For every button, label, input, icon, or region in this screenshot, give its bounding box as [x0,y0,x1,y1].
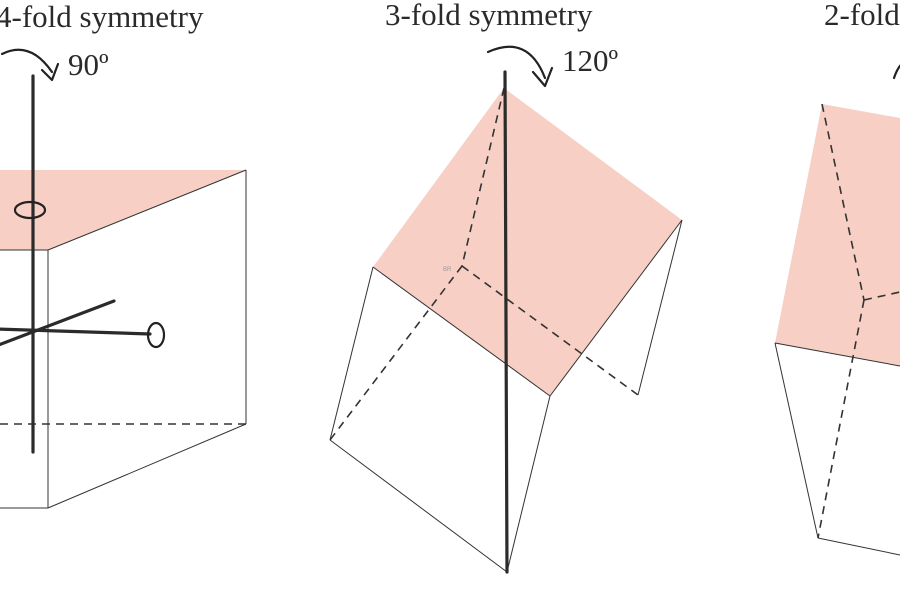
panel-2fold-rotation-arrow-icon [892,64,900,80]
panel-3fold-title: 3-fold symmetry [385,0,593,32]
panel-4fold-horizontal-axis [0,327,152,336]
panel-3fold-edge [637,219,683,396]
panel-2fold-edge [774,342,819,539]
panel-2fold-title: 2-fold symmetry [824,0,900,32]
panel-3fold-edge [329,439,508,573]
panel-4fold: 4-fold symmetry 90º [0,0,247,509]
panel-3fold-rotation-arrow-icon [486,45,547,80]
panel-3fold-top-face [373,88,682,396]
panel-3fold-vertical-axis [503,70,509,574]
panel-2fold-hidden-edge [821,103,865,301]
panel-2fold-hidden-edge [817,299,865,539]
panel-4fold-arrowhead-icon [40,62,60,82]
panel-4fold-oblique-axis [0,299,116,347]
panel-4fold-title: 4-fold symmetry [0,0,204,34]
panel-4fold-rotation-arrow-icon [0,48,54,74]
panel-4fold-axis-symbol [13,200,47,220]
panel-2fold: 2-fold symmetry [774,0,900,556]
panel-4fold-top-face [0,170,246,250]
panel-4fold-edge [47,169,247,251]
panel-3fold-angle: 120º [562,43,619,78]
panel-3fold: 3-fold symmetry BR 120º [329,0,683,574]
panel-3fold-edge [372,266,551,397]
panel-3fold-mark: BR [443,267,452,273]
panel-4fold-angle: 90º [68,47,109,82]
panel-2fold-edge [774,342,900,367]
panel-3fold-arrowhead-icon [531,66,554,88]
panel-2fold-hidden-edge [863,291,900,301]
panel-4fold-axis-symbol [146,321,166,349]
panel-2fold-edge [817,537,900,556]
panel-3fold-edge [506,395,551,573]
panel-3fold-hidden-edge [329,265,463,441]
panel-2fold-top-face [775,104,900,366]
panel-3fold-edge [329,266,374,441]
panel-4fold-edge [47,423,247,509]
panel-3fold-hidden-edge [461,87,505,267]
panel-3fold-edge [549,219,683,397]
